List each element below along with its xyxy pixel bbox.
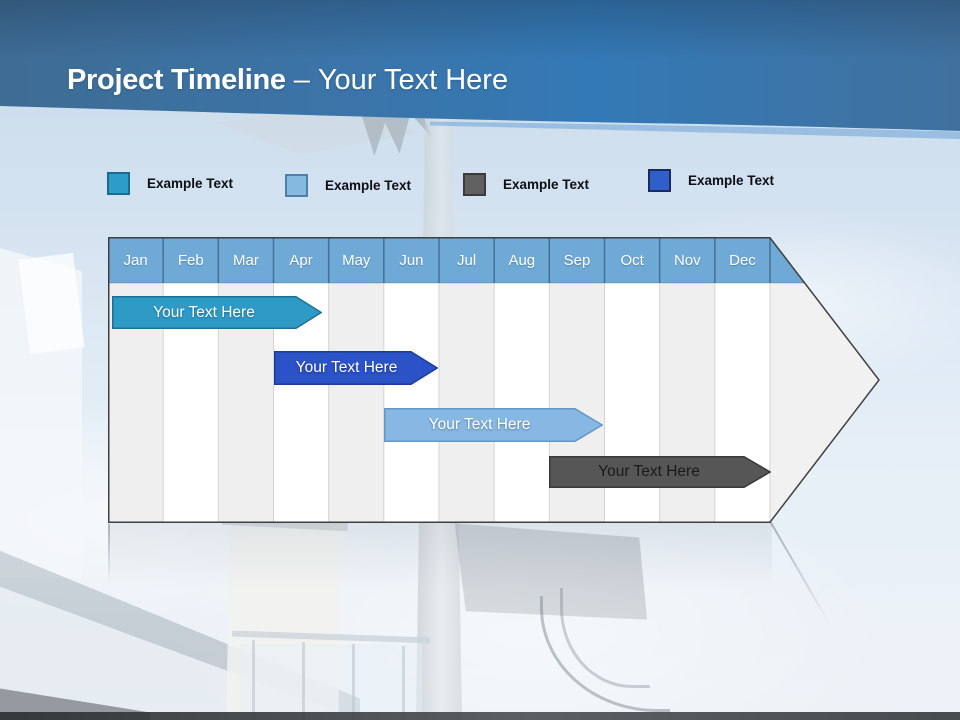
title-dash: – bbox=[293, 64, 310, 96]
month-cell: Aug bbox=[508, 251, 536, 269]
bar-arrow-shape bbox=[274, 351, 438, 385]
photo-roof-underside bbox=[0, 586, 360, 720]
photo-chimney bbox=[226, 521, 342, 720]
timeline-bar-1[interactable]: Your Text Here bbox=[112, 296, 322, 329]
month-cell: Nov bbox=[673, 251, 701, 269]
month-header-row: Jan Feb Mar Apr May Jun Jul Aug Sep Oct … bbox=[108, 237, 770, 283]
month-cell: Mar bbox=[233, 251, 259, 269]
timeline-bar-3[interactable]: Your Text Here bbox=[384, 408, 603, 442]
slide-title[interactable]: Project Timeline–Your Text Here bbox=[67, 61, 508, 99]
photo-railing-post-3 bbox=[352, 644, 355, 720]
legend-label: Example Text bbox=[688, 173, 775, 188]
bar-label: Your Text Here bbox=[295, 359, 398, 376]
photo-building-block bbox=[18, 253, 85, 354]
photo-railing-post-2 bbox=[302, 642, 305, 720]
month-cell: May bbox=[342, 251, 371, 269]
photo-signal-cable-2 bbox=[560, 588, 650, 688]
title-sub: Your Text Here bbox=[317, 64, 509, 96]
wave-highlight bbox=[430, 121, 960, 139]
bar-arrow-shape bbox=[112, 296, 322, 329]
month-cell: Dec bbox=[729, 251, 756, 269]
legend-swatch bbox=[285, 174, 308, 197]
legend-swatch bbox=[463, 173, 486, 196]
month-cell: Jan bbox=[123, 251, 148, 269]
timeline-bar-2[interactable]: Your Text Here bbox=[274, 351, 438, 385]
month-cell: Sep bbox=[563, 251, 591, 269]
month-cell: Apr bbox=[289, 251, 313, 269]
month-cell: Jul bbox=[457, 251, 477, 269]
photo-railing-glass bbox=[240, 644, 422, 720]
photo-building-wall bbox=[0, 248, 82, 578]
legend-swatch bbox=[107, 172, 130, 195]
header-wave bbox=[0, 0, 960, 139]
photo-railing-post-1 bbox=[252, 640, 255, 720]
photo-bottom-strip bbox=[0, 712, 960, 720]
month-cell: Jun bbox=[399, 251, 424, 269]
photo-railing-rail bbox=[231, 630, 431, 644]
photo-signal-device bbox=[441, 509, 659, 640]
legend-item-3[interactable]: Example Text bbox=[463, 171, 589, 198]
table-reflection-veil bbox=[108, 523, 772, 589]
bar-arrow-shape bbox=[384, 408, 603, 442]
legend-item-1[interactable]: Example Text bbox=[107, 170, 233, 197]
table-reflection-arrow-edge bbox=[770, 522, 832, 627]
photo-roof-diagonal bbox=[0, 550, 360, 720]
photo-bottom-wedge bbox=[0, 688, 150, 720]
bar-label: Your Text Here bbox=[428, 416, 531, 433]
legend-swatch bbox=[648, 169, 671, 192]
photo-railing-post-4 bbox=[402, 646, 405, 720]
bar-arrow-shape bbox=[549, 456, 771, 488]
legend-item-4[interactable]: Example Text bbox=[648, 167, 774, 194]
month-cell: Oct bbox=[620, 251, 644, 269]
month-cell: Feb bbox=[177, 251, 204, 269]
legend-label: Example Text bbox=[503, 177, 590, 192]
timeline-bar-4[interactable]: Your Text Here bbox=[549, 456, 771, 488]
bar-label: Your Text Here bbox=[598, 463, 700, 480]
bar-label: Your Text Here bbox=[153, 303, 255, 321]
table-reflection-left-edge bbox=[108, 524, 110, 582]
title-main: Project Timeline bbox=[67, 64, 286, 96]
legend-label: Example Text bbox=[325, 178, 412, 193]
legend-label: Example Text bbox=[147, 176, 234, 191]
photo-signal-cable bbox=[540, 596, 670, 712]
legend-item-2[interactable]: Example Text bbox=[285, 172, 411, 199]
